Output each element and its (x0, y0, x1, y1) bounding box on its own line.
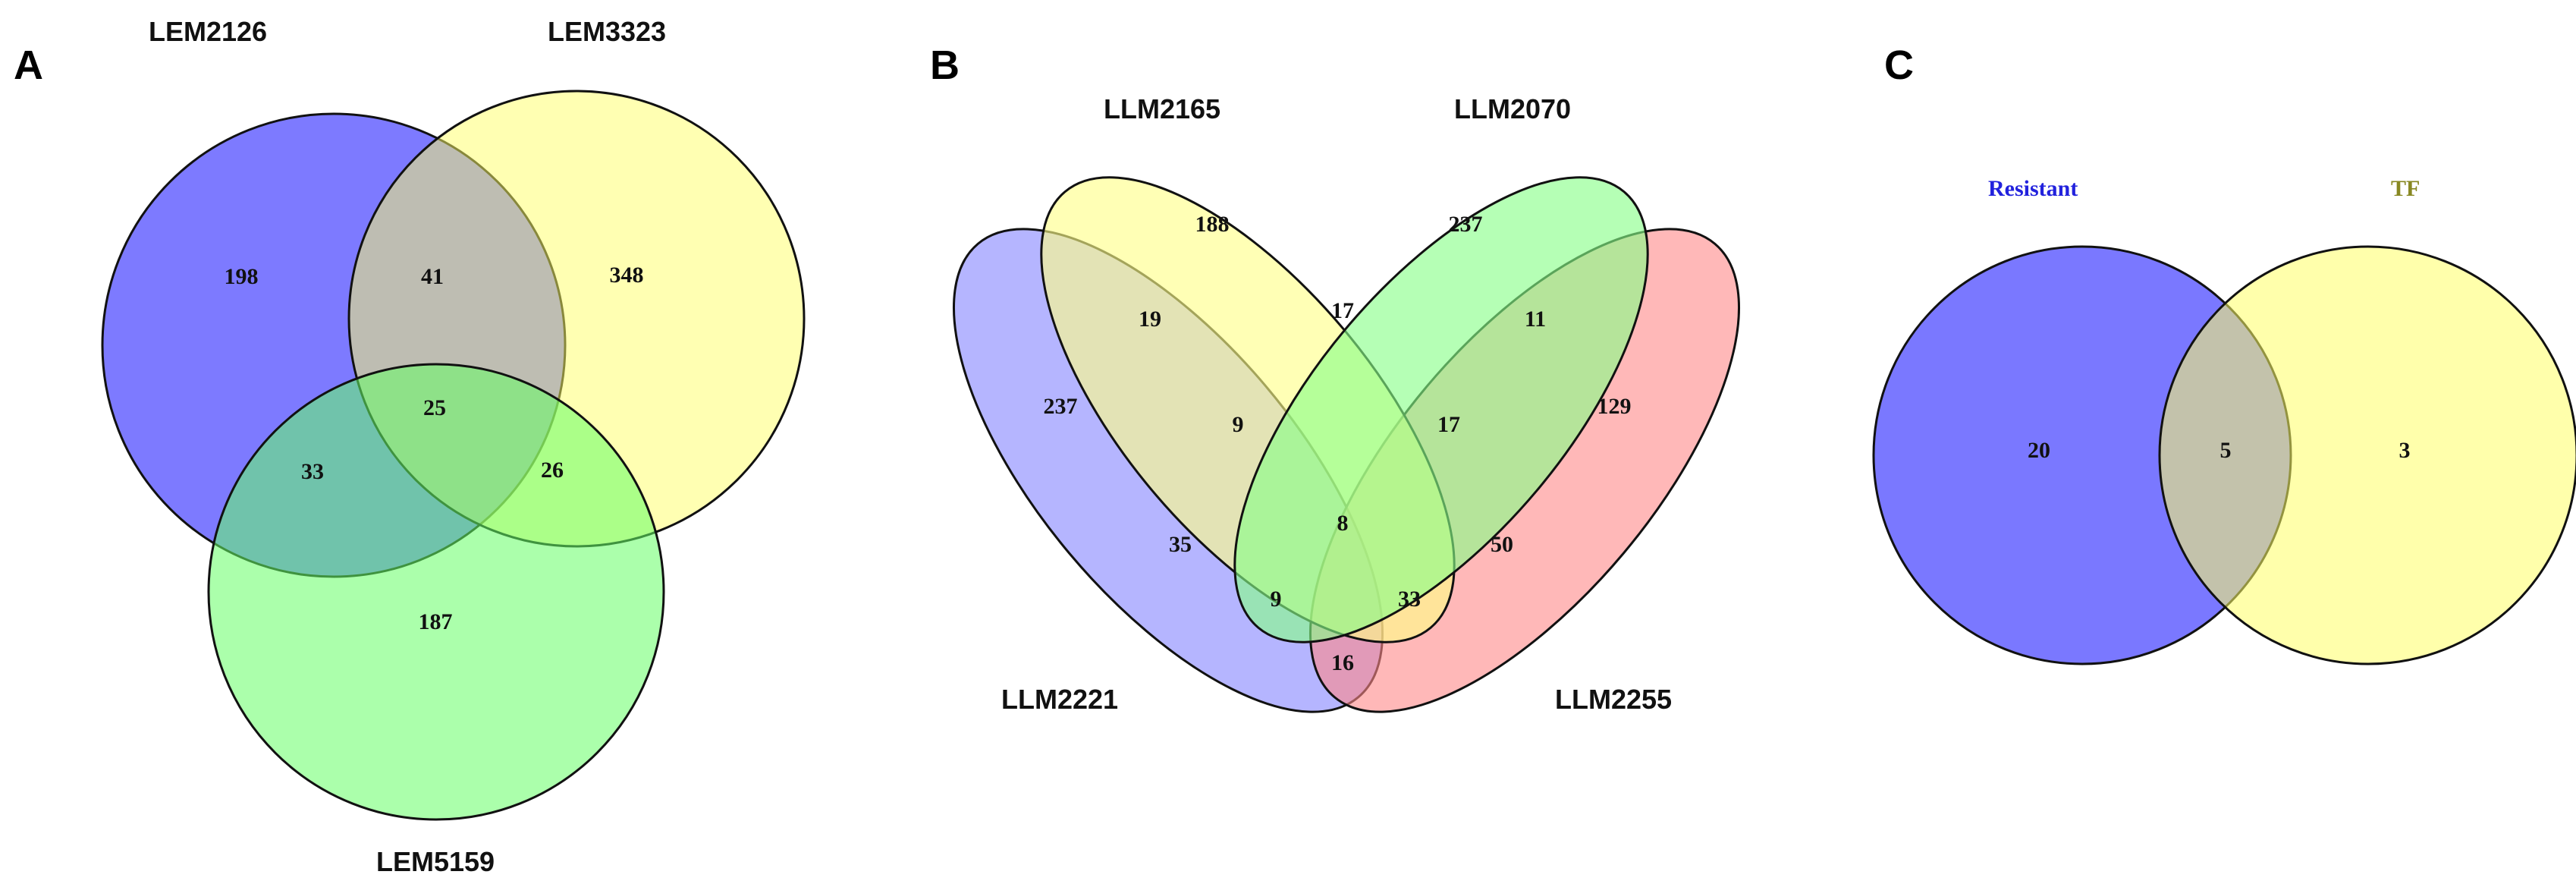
panel-b-count-set1-set3-set4: 9 (1271, 587, 1282, 612)
panel-b-set2-ellipse (1233, 176, 1649, 643)
panel-a-count-set1-set2: 41 (421, 264, 444, 289)
panel-b-count-set1-set2-set3: 9 (1233, 412, 1244, 437)
panel-a-count-set2-set3: 26 (541, 458, 564, 483)
panel-b: B LLM2165 LLM2070 LLM2221 LLM2255 188 23… (930, 42, 1740, 715)
panel-c-count-only-set2: 3 (2399, 438, 2411, 463)
panel-b-set3-label: LLM2221 (1001, 684, 1118, 715)
panel-a-set3-circle (207, 363, 665, 821)
panel-a-count-set1-set3: 33 (301, 459, 324, 484)
panel-a-set3-label: LEM5159 (376, 846, 495, 877)
panel-a-count-only-set2: 348 (610, 263, 644, 288)
panel-c-set1-label: Resistant (1988, 176, 2078, 201)
panel-c: C Resistant TF 20 5 3 (1872, 42, 2576, 665)
panel-b-count-all: 8 (1337, 511, 1349, 536)
panel-a-count-all: 25 (423, 395, 446, 420)
panel-b-count-only-set1: 188 (1195, 212, 1230, 237)
panel-b-set1-label: LLM2165 (1104, 93, 1220, 124)
panel-b-count-set1-set3: 19 (1139, 307, 1161, 332)
panel-b-count-set2-set4-region: 50 (1491, 532, 1513, 557)
panel-b-count-only-set4: 129 (1597, 394, 1632, 419)
panel-b-set2-label: LLM2070 (1454, 93, 1571, 124)
panel-b-count-set3-set1-region: 35 (1169, 532, 1192, 557)
panel-b-letter: B (930, 42, 960, 88)
panel-b-count-set3-set4: 16 (1331, 650, 1354, 675)
panel-c-set2-circle (2158, 245, 2576, 665)
panel-a-count-only-set1: 198 (225, 264, 259, 289)
panel-b-set4-label: LLM2255 (1555, 684, 1672, 715)
panel-a-set1-label: LEM2126 (149, 16, 267, 47)
panel-b-count-set1-set2: 17 (1331, 298, 1354, 323)
panel-b-count-set1-set2-set4: 17 (1437, 412, 1460, 437)
panel-b-count-only-set3: 237 (1044, 394, 1078, 419)
panel-c-count-both: 5 (2220, 438, 2232, 463)
panel-a: A LEM2126 LEM3323 LEM5159 198 348 187 41… (14, 16, 806, 877)
panel-b-count-set2-set3-set4: 33 (1398, 587, 1421, 612)
panel-c-set2-label: TF (2391, 176, 2420, 201)
panel-a-letter: A (14, 42, 43, 88)
panel-a-count-only-set3: 187 (419, 609, 453, 634)
panel-c-count-only-set1: 20 (2028, 438, 2050, 463)
panel-c-letter: C (1884, 42, 1914, 88)
panel-b-count-set2-set4: 11 (1525, 307, 1546, 332)
panel-a-set2-label: LEM3323 (548, 16, 666, 47)
panel-b-count-only-set2: 237 (1449, 212, 1483, 237)
